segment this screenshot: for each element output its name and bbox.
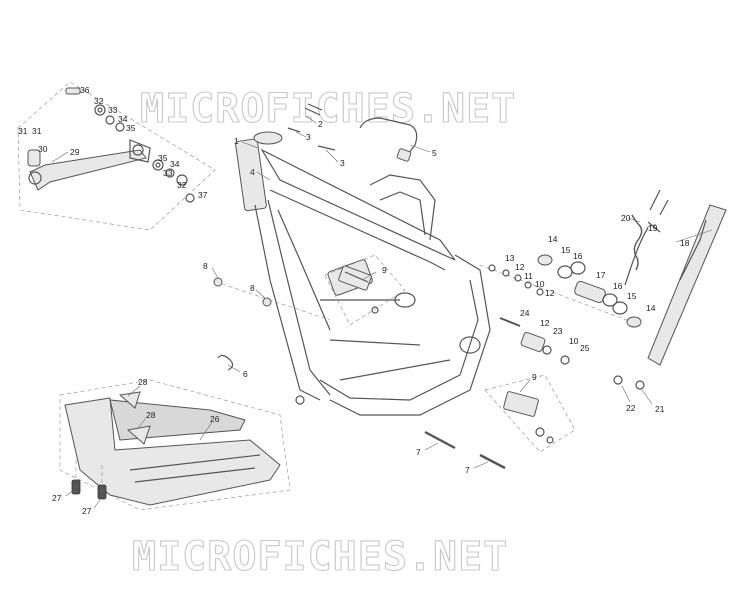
callout-33a: 33 bbox=[108, 105, 118, 115]
callout-11: 11 bbox=[524, 271, 533, 281]
watermark-bottom: MICROFICHES.NET bbox=[132, 534, 508, 580]
footpeg-right bbox=[484, 374, 576, 453]
swingarm-pivot-parts bbox=[479, 254, 642, 365]
callout-36: 36 bbox=[80, 85, 90, 95]
callout-28b: 28 bbox=[146, 410, 156, 420]
callout-31b: 31 bbox=[32, 126, 42, 136]
callout-1: 1 bbox=[234, 136, 239, 146]
callout-15a: 15 bbox=[561, 245, 571, 255]
callout-31a: 31 bbox=[18, 126, 28, 136]
callout-34b: 34 bbox=[170, 159, 180, 169]
nut-8b bbox=[262, 297, 272, 307]
bolt-7b bbox=[479, 453, 506, 470]
callout-15b: 15 bbox=[627, 291, 637, 301]
callout-34a: 34 bbox=[118, 114, 128, 124]
callout-21: 21 bbox=[655, 404, 665, 414]
callout-25: 25 bbox=[580, 343, 590, 353]
callout-27a: 27 bbox=[52, 493, 62, 503]
callout-2: 2 bbox=[318, 119, 323, 129]
callout-16a: 16 bbox=[573, 251, 583, 261]
callout-27b: 27 bbox=[82, 506, 92, 516]
callout-13: 13 bbox=[505, 253, 515, 263]
callout-7b: 7 bbox=[465, 465, 470, 475]
callout-12c: 12 bbox=[540, 318, 550, 328]
callout-5: 5 bbox=[432, 148, 437, 158]
callout-35b: 35 bbox=[158, 153, 168, 163]
side-stand bbox=[613, 189, 727, 390]
skid-plate bbox=[59, 379, 291, 511]
clip-3b bbox=[317, 145, 336, 151]
callout-29: 29 bbox=[70, 147, 80, 157]
callout-17: 17 bbox=[596, 270, 606, 280]
shift-lever-assembly bbox=[17, 81, 216, 231]
clip-3a bbox=[287, 127, 301, 133]
callout-9b: 9 bbox=[532, 372, 537, 382]
callout-26: 26 bbox=[210, 414, 220, 424]
footpeg-left bbox=[324, 254, 406, 326]
callout-labels: 1 2 3 3 4 5 6 7 7 8 8 9 9 10 10 11 12 12… bbox=[18, 85, 690, 516]
clip-2 bbox=[304, 103, 323, 116]
callout-33b: 33 bbox=[163, 168, 173, 178]
callout-3a: 3 bbox=[306, 132, 311, 142]
grab-handle bbox=[359, 117, 418, 159]
callout-8b: 8 bbox=[250, 283, 255, 293]
callout-20: 20 bbox=[621, 213, 631, 223]
callout-30: 30 bbox=[38, 144, 48, 154]
callout-14a: 14 bbox=[548, 234, 558, 244]
callout-14b: 14 bbox=[646, 303, 656, 313]
watermark-top: MICROFICHES.NET bbox=[140, 86, 516, 132]
bolt-7a bbox=[424, 430, 456, 450]
callout-3b: 3 bbox=[340, 158, 345, 168]
callout-32a: 32 bbox=[94, 96, 104, 106]
callout-10a: 10 bbox=[535, 279, 545, 289]
callout-18: 18 bbox=[680, 238, 690, 248]
leader-lines bbox=[51, 115, 713, 509]
callout-28a: 28 bbox=[138, 377, 148, 387]
callout-24: 24 bbox=[520, 308, 530, 318]
nut-8a bbox=[213, 277, 223, 287]
callout-8a: 8 bbox=[203, 261, 208, 271]
callout-12b: 12 bbox=[545, 288, 555, 298]
clip-6 bbox=[217, 354, 234, 371]
callout-37: 37 bbox=[198, 190, 208, 200]
callout-32b: 32 bbox=[177, 180, 187, 190]
callout-22: 22 bbox=[626, 403, 636, 413]
callout-19: 19 bbox=[648, 223, 658, 233]
callout-6: 6 bbox=[243, 369, 248, 379]
callout-7a: 7 bbox=[416, 447, 421, 457]
callout-9a: 9 bbox=[382, 265, 387, 275]
callout-35a: 35 bbox=[126, 123, 136, 133]
callout-16b: 16 bbox=[613, 281, 623, 291]
callout-10b: 10 bbox=[569, 336, 579, 346]
callout-12a: 12 bbox=[515, 262, 525, 272]
callout-23: 23 bbox=[553, 326, 563, 336]
callout-4: 4 bbox=[250, 167, 255, 177]
